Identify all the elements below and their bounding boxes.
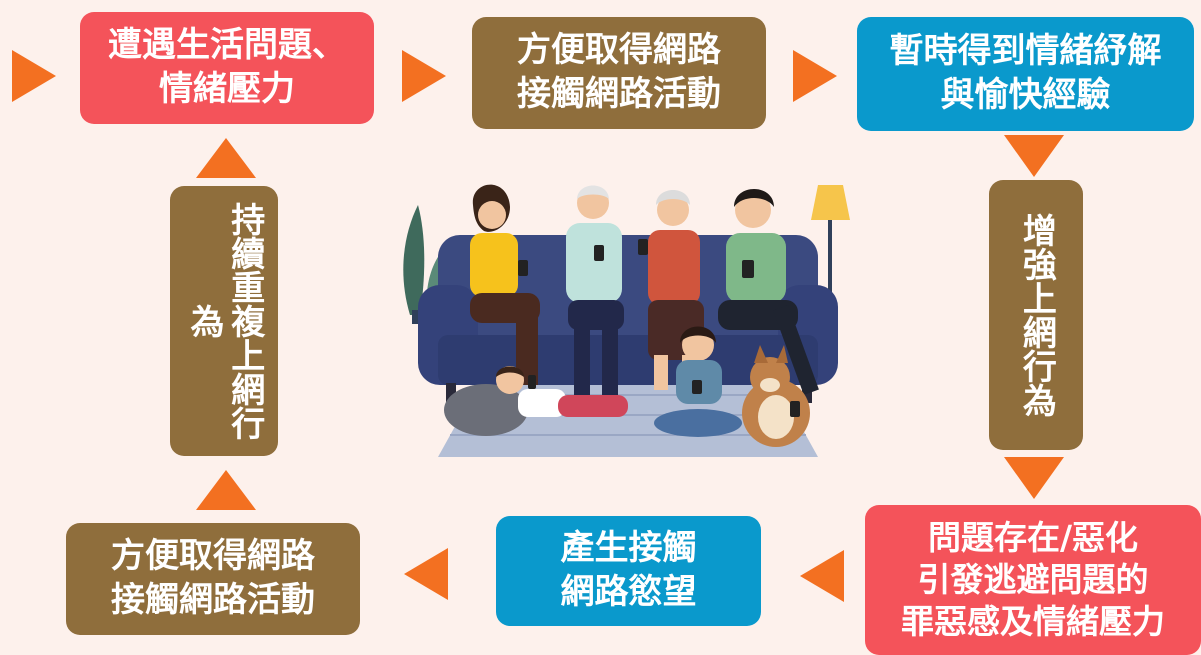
person-grandpa (566, 185, 624, 395)
node-life-problems: 遭遇生活問題、 情緒壓力 (80, 12, 374, 124)
node-repeat-behavior-label: 持續重複上網行為 (184, 202, 265, 440)
node-reinforce-behavior-label: 增強上網行為 (1016, 213, 1057, 417)
node-repeat-behavior: 持續重複上網行為 (170, 186, 278, 456)
node-desire-to-connect-label: 產生接觸 網路慾望 (560, 528, 697, 612)
person-girl-sitting (654, 326, 742, 437)
person-woman-yellow (470, 184, 540, 385)
node-easy-access-top: 方便取得網路 接觸網路活動 (472, 17, 766, 129)
node-problem-worsens: 問題存在/惡化 引發逃避問題的 罪惡感及情緒壓力 (865, 505, 1201, 655)
node-temporary-relief-label: 暫時得到情緒紓解 與愉快經驗 (889, 31, 1162, 115)
node-desire-to-connect: 產生接觸 網路慾望 (496, 516, 761, 626)
arrow-right-2 (793, 50, 837, 102)
arrow-left-2 (404, 548, 448, 600)
arrow-up-2 (196, 138, 256, 178)
node-reinforce-behavior: 增強上網行為 (989, 180, 1083, 450)
node-easy-access-bottom-label: 方便取得網路 接觸網路活動 (111, 536, 315, 620)
person-boy-lying (444, 366, 628, 436)
arrow-right-1 (402, 50, 446, 102)
node-life-problems-label: 遭遇生活問題、 情緒壓力 (108, 25, 346, 109)
arrow-down-1 (1004, 135, 1064, 177)
node-temporary-relief: 暫時得到情緒紓解 與愉快經驗 (857, 17, 1194, 131)
family-illustration (403, 184, 850, 457)
floor-lamp (811, 185, 850, 350)
node-easy-access-top-label: 方便取得網路 接觸網路活動 (517, 30, 721, 114)
node-problem-worsens-label: 問題存在/惡化 引發逃避問題的 罪惡感及情緒壓力 (901, 517, 1165, 642)
arrow-left-1 (800, 550, 844, 602)
person-man-green (718, 189, 819, 396)
node-easy-access-bottom: 方便取得網路 接觸網路活動 (66, 523, 360, 635)
arrow-up-1 (196, 470, 256, 510)
arrow-right-start (12, 50, 56, 102)
arrow-down-2 (1004, 457, 1064, 499)
dog (742, 345, 810, 447)
